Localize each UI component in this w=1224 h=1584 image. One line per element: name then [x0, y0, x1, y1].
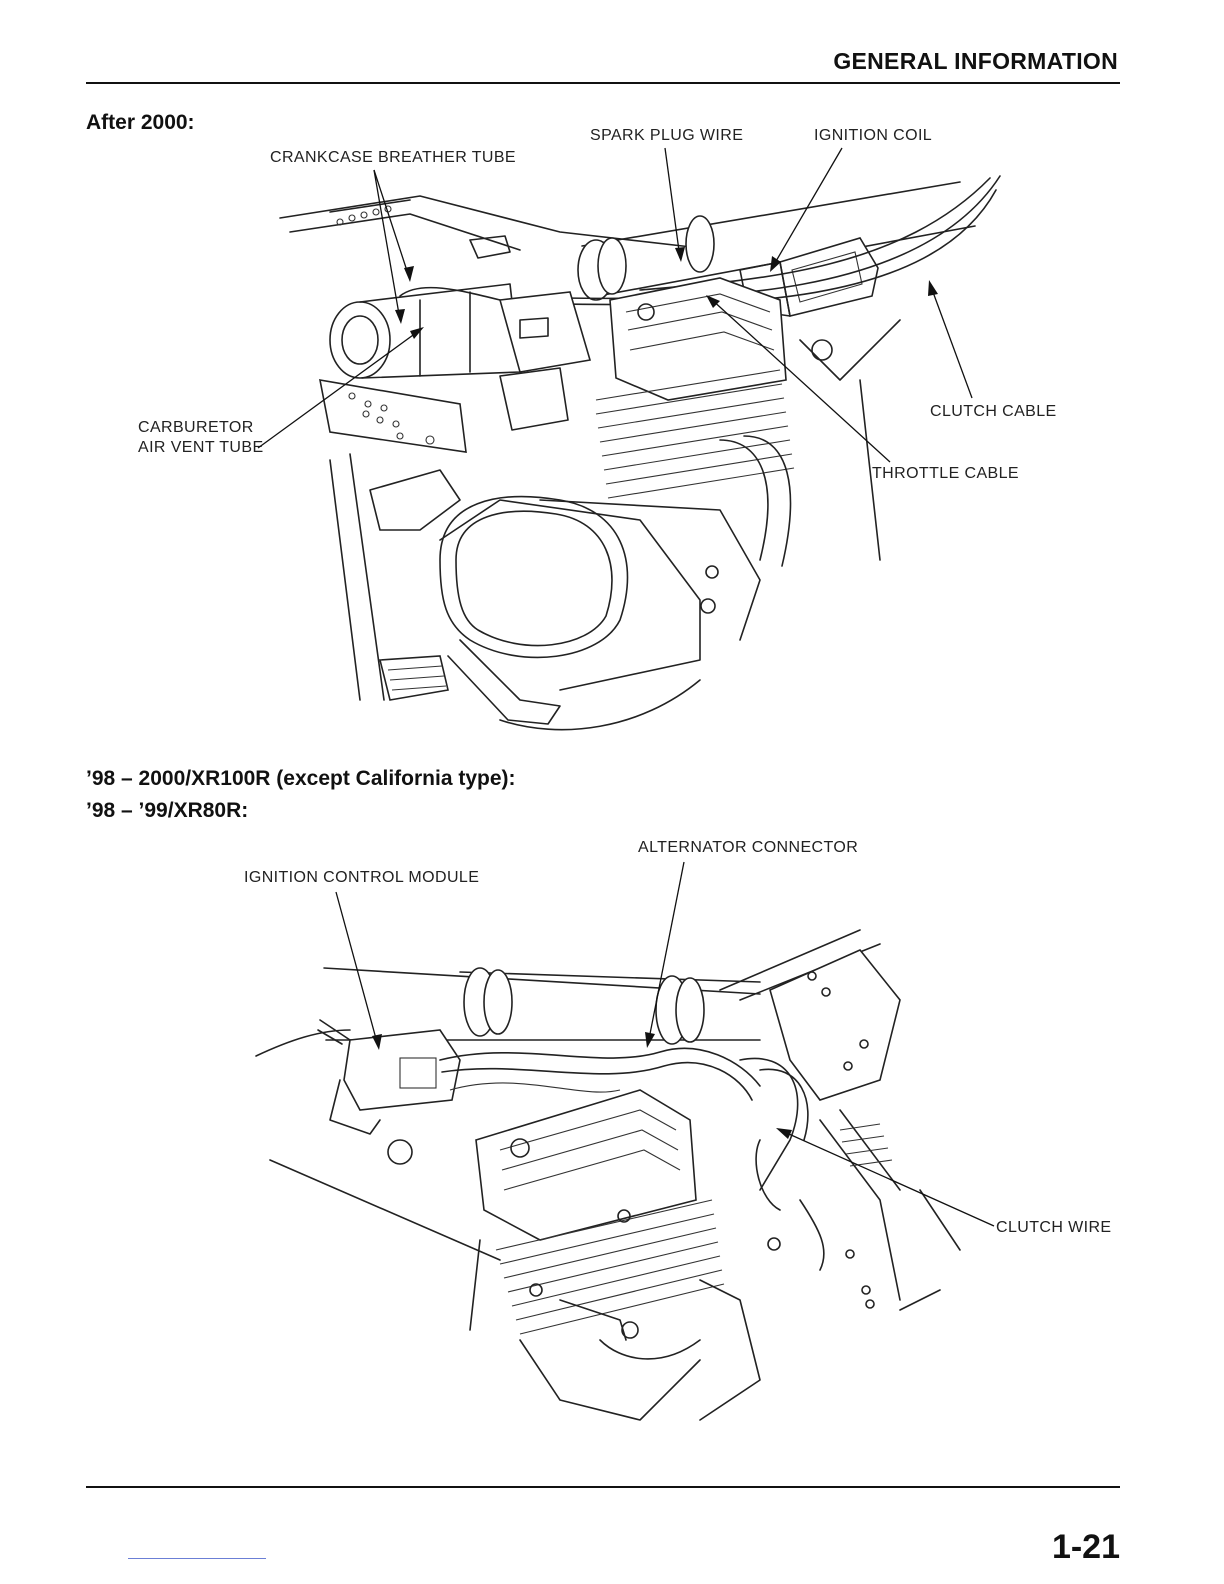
footer-rule — [86, 1486, 1120, 1488]
section2-leader-lines — [0, 0, 1224, 1460]
footer-link-underline — [128, 1558, 266, 1559]
page-number: 1-21 — [1052, 1528, 1120, 1567]
